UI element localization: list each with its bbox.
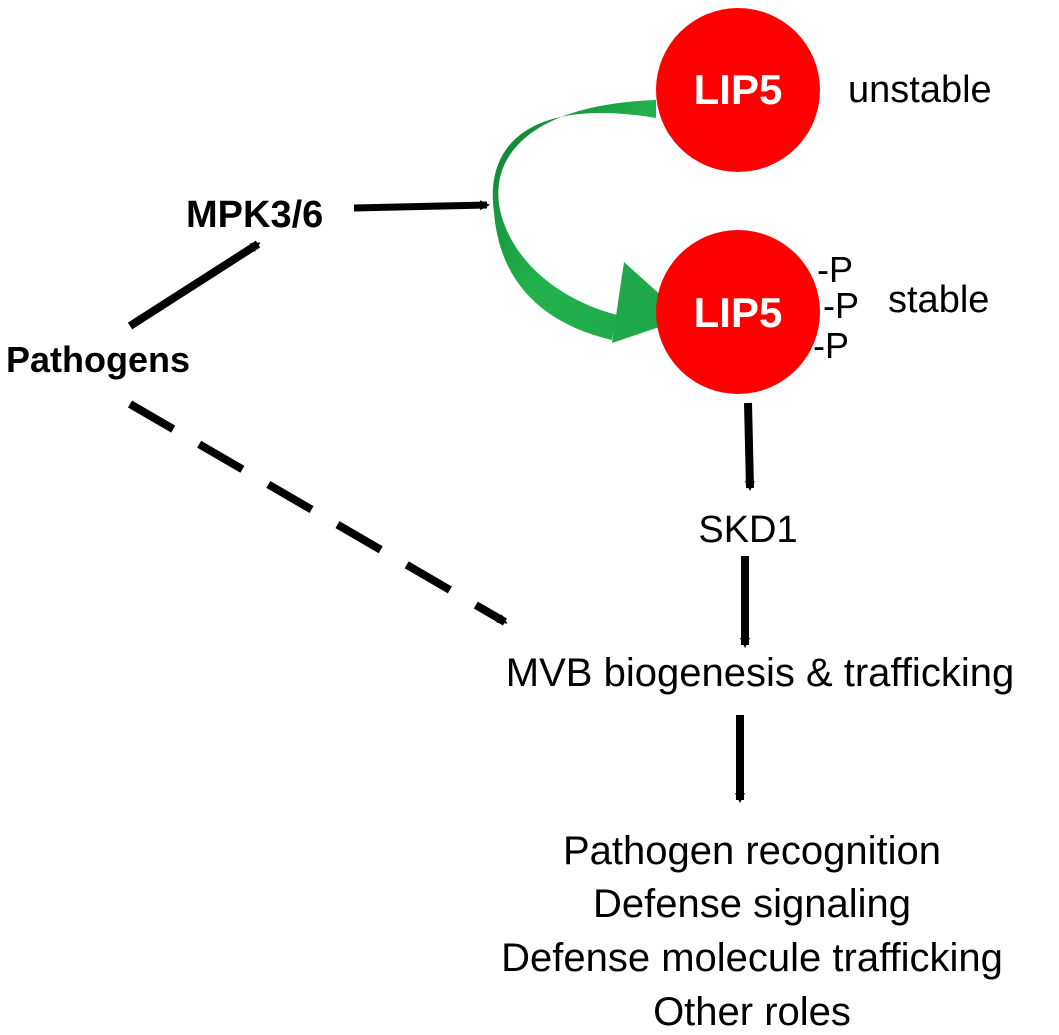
mvb-label: MVB biogenesis & trafficking — [506, 651, 1014, 695]
stable-label: stable — [888, 279, 989, 321]
phospho-label-3: -P — [813, 325, 849, 366]
skd1-label: SKD1 — [698, 509, 797, 551]
lip5-top-circle — [656, 8, 820, 172]
arrow-lip5-to-skd1 — [744, 402, 755, 491]
arrow-mpk-to-stabilization — [353, 200, 490, 212]
outcome-item: Defense signaling — [593, 882, 911, 926]
arrow-pathogens-to-mpk — [127, 240, 261, 330]
lip5-stable-node: LIP5 — [656, 230, 820, 394]
stabilization-arrow-body — [492, 100, 656, 340]
phospho-label-1: -P — [817, 249, 853, 290]
unstable-label: unstable — [848, 69, 992, 111]
arrow-pathogens-to-mvb-dashed — [127, 400, 508, 626]
lip5-bottom-label: LIP5 — [694, 289, 783, 336]
lip5-unstable-node: LIP5 — [656, 8, 820, 172]
lip5-bottom-circle — [656, 230, 820, 394]
outcomes-list: Pathogen recognition Defense signaling D… — [501, 829, 1003, 1034]
outcome-item: Pathogen recognition — [563, 829, 941, 873]
lip5-top-label: LIP5 — [694, 66, 783, 113]
pathogens-label: Pathogens — [6, 339, 190, 380]
outcome-item: Other roles — [653, 990, 851, 1034]
outcome-item: Defense molecule trafficking — [501, 936, 1003, 980]
mpk-label: MPK3/6 — [186, 194, 323, 236]
phospho-label-2: -P — [823, 285, 859, 326]
